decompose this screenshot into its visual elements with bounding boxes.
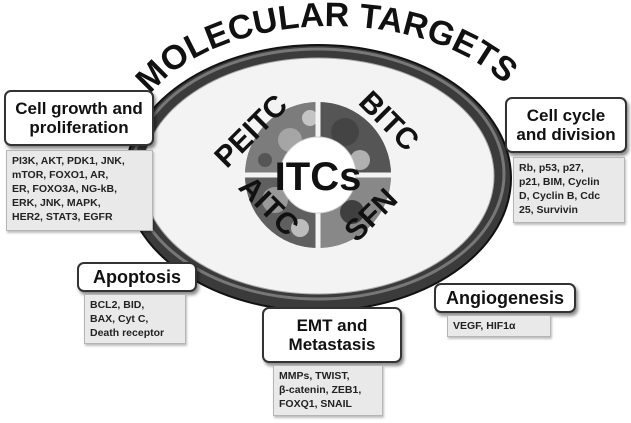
emt-target-line: FOXQ1, SNAIL	[279, 398, 352, 410]
emt-target-line: MMPs, TWIST,	[279, 370, 350, 382]
cell-cycle-target-line: Rb, p53, p27,	[519, 162, 584, 174]
angiogenesis-heading: Angiogenesis	[434, 283, 576, 313]
apoptosis-target-line: Death receptor	[90, 327, 165, 339]
cell-cycle-heading-line-2: and division	[516, 125, 616, 144]
apoptosis-targets: BCL2, BID, BAX, Cyt C, Death receptor	[84, 294, 186, 344]
apoptosis-target-line: BAX, Cyt C,	[90, 313, 149, 325]
emt-target-line: β-catenin, ZEB1,	[279, 384, 362, 396]
apoptosis-heading-line-1: Apoptosis	[93, 266, 181, 287]
cell-growth-target-line: HER2, STAT3, EGFR	[12, 211, 113, 223]
cell-growth-heading: Cell growth and proliferation	[4, 90, 154, 146]
cell-growth-target-line: mTOR, FOXO1, AR,	[12, 169, 109, 181]
emt-heading-line-2: Metastasis	[288, 335, 376, 354]
emt-targets: MMPs, TWIST, β-catenin, ZEB1, FOXQ1, SNA…	[273, 365, 383, 416]
cell-cycle-targets: Rb, p53, p27, p21, BIM, Cyclin D, Cyclin…	[513, 157, 625, 223]
cell-growth-targets: PI3K, AKT, PDK1, JNK, mTOR, FOXO1, AR, E…	[6, 150, 153, 231]
cell-growth-heading-line-1: Cell growth and	[15, 98, 143, 118]
cell-growth-target-line: ER, FOXO3A, NG-kB,	[12, 183, 118, 195]
angiogenesis-heading-line-1: Angiogenesis	[445, 287, 565, 308]
cell-growth-heading-line-2: proliferation	[29, 118, 129, 137]
cell-cycle-target-line: p21, BIM, Cyclin	[519, 176, 600, 188]
emt-heading-line-1: EMT and	[296, 315, 368, 335]
center-circle	[279, 136, 357, 214]
cell-cycle-heading-line-1: Cell cycle	[526, 105, 606, 125]
cell-cycle-target-line: 25, Survivin	[519, 204, 578, 216]
cell-cycle-target-line: D, Cyclin B, Cdc	[519, 190, 601, 202]
cell-cycle-heading: Cell cycle and division	[505, 97, 627, 153]
center-label: ITCs	[275, 155, 362, 199]
apoptosis-target-line: BCL2, BID,	[90, 299, 145, 311]
cell-growth-target-line: ERK, JNK, MAPK,	[12, 197, 101, 209]
angiogenesis-target-line: VEGF, HIF1α	[453, 320, 516, 332]
cell-growth-target-line: PI3K, AKT, PDK1, JNK,	[12, 155, 125, 167]
emt-heading: EMT and Metastasis	[262, 307, 402, 363]
angiogenesis-targets: VEGF, HIF1α	[447, 315, 551, 337]
apoptosis-heading: Apoptosis	[77, 262, 197, 292]
